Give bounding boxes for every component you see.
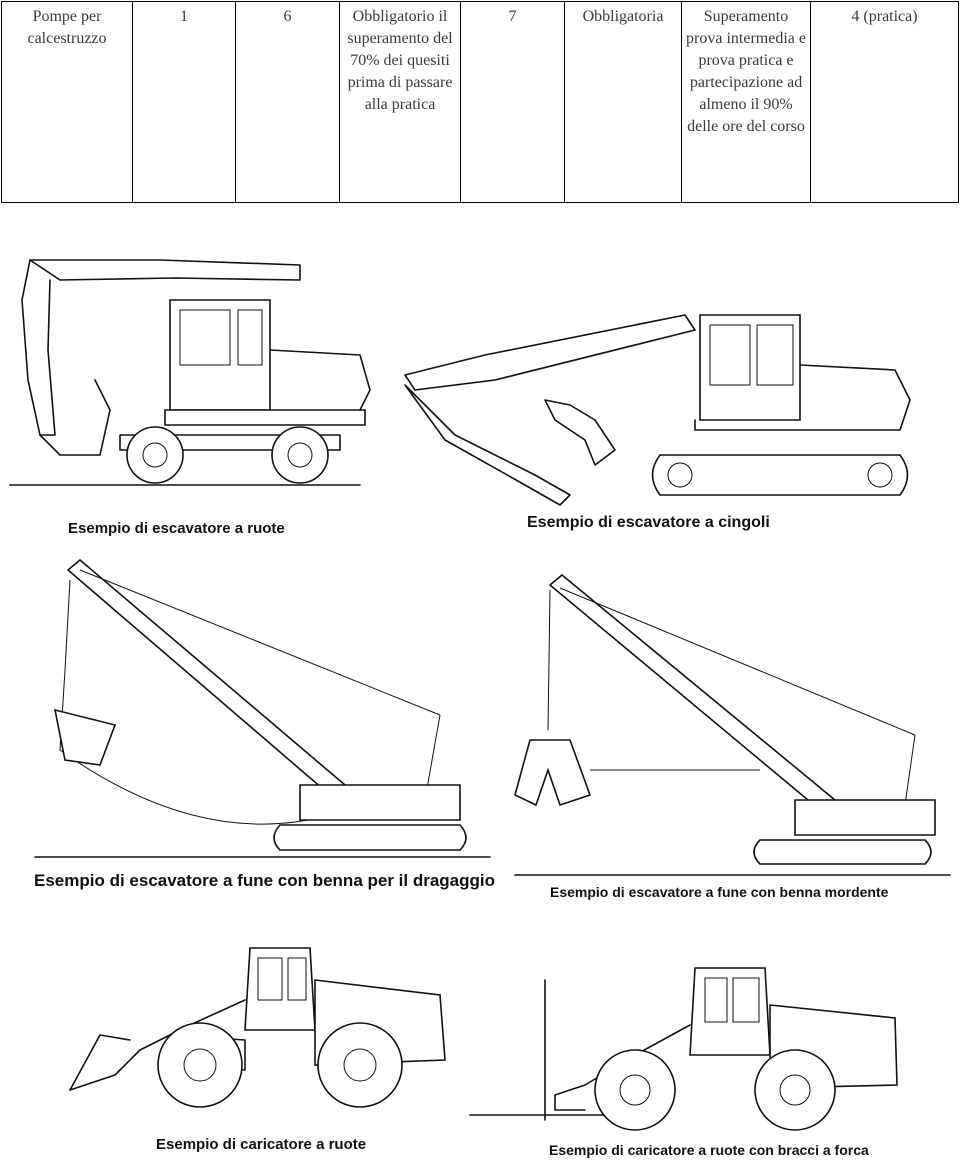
forklift-loader-drawing [469, 967, 898, 1131]
wheel-loader-drawing [69, 947, 446, 1108]
crawler-excavator-figure: Esempio di escavatore a cingoli [395, 290, 960, 540]
dragline-excavator-figure: Esempio di escavatore a fune con benna p… [0, 550, 500, 900]
table-cell: Superamento prova intermedia e prova pra… [681, 1, 811, 203]
crawler-excavator-drawing [404, 314, 911, 506]
figure-caption: Esempio di escavatore a cingoli [527, 514, 770, 531]
table-cell: 1 [132, 1, 236, 203]
table-cell: Obbligatorio il superamento del 70% dei … [339, 1, 461, 203]
clamshell-excavator-drawing [514, 574, 951, 876]
figure-caption: Esempio di escavatore a fune con benna p… [34, 871, 496, 890]
table-row: Pompe per calcestruzzo 1 6 Obbligatorio … [1, 1, 959, 203]
table-cell: 6 [235, 1, 340, 203]
figure-caption: Esempio di escavatore a ruote [68, 520, 285, 537]
figure-caption: Esempio di caricatore a ruote [156, 1136, 367, 1153]
machine-type-cell: Pompe per calcestruzzo [1, 1, 133, 203]
figure-caption: Esempio di caricatore a ruote con bracci… [549, 1142, 869, 1158]
wheel-loader-figure: Esempio di caricatore a ruote [60, 940, 460, 1160]
requirements-table: Pompe per calcestruzzo 1 6 Obbligatorio … [1, 1, 959, 203]
forklift-loader-figure: Esempio di caricatore a ruote con bracci… [465, 960, 960, 1160]
figure-caption: Esempio di escavatore a fune con benna m… [550, 884, 889, 900]
clamshell-excavator-figure: Esempio di escavatore a fune con benna m… [510, 570, 960, 910]
wheeled-excavator-figure: Esempio di escavatore a ruote [0, 240, 390, 540]
table-cell: Obbligatoria [564, 1, 682, 203]
wheeled-excavator-drawing [9, 259, 371, 486]
dragline-excavator-drawing [34, 559, 491, 858]
table-cell: 4 (pratica) [810, 1, 959, 203]
table-cell: 7 [460, 1, 565, 203]
